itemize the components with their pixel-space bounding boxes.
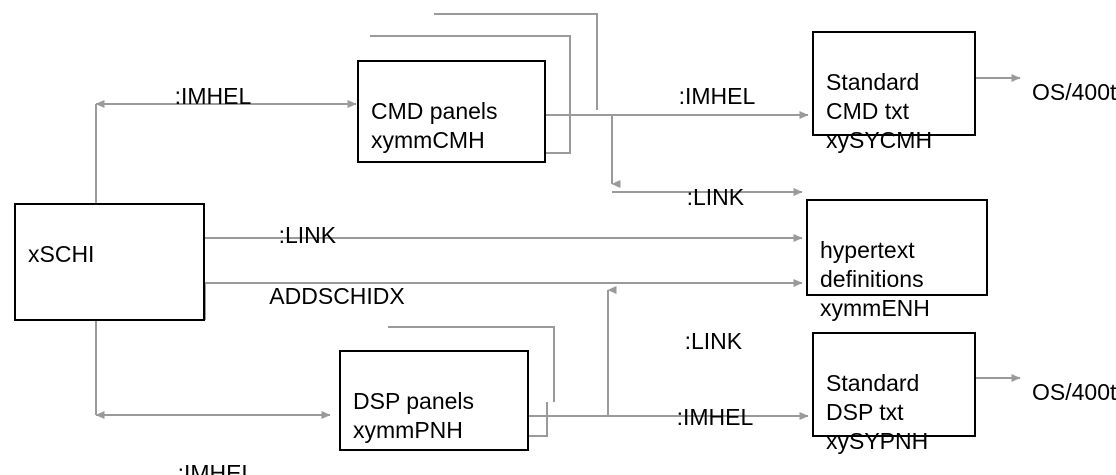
node-std-dsp-txt-label: Standard DSP txt xySYPNH [826, 370, 929, 454]
node-dsp-panels[interactable]: DSP panels xymmPNH [339, 350, 529, 451]
label-os400text-dsp: OS/400text [1032, 350, 1116, 406]
edge-dsp-panels-inner-loop [525, 402, 548, 437]
node-xschi-label: xSCHI [28, 241, 95, 267]
node-xschi[interactable]: xSCHI [14, 203, 205, 321]
node-hypertext-definitions-label: hypertext definitions xymmENH [820, 237, 930, 321]
edge-dsp-panels-outer-loop [388, 326, 555, 402]
node-std-cmd-txt[interactable]: Standard CMD txt xySYCMH [812, 31, 976, 153]
edge-label-addschidx: ADDSCHIDX [245, 254, 405, 338]
edge-label-imhel-top-left: :IMHEL [149, 54, 252, 138]
node-cmd-panels[interactable]: CMD panels xymmCMH [357, 60, 546, 163]
edge-xschi-addschidx-to-hypertext [204, 279, 803, 320]
edge-label-imhel-top-left-text: :IMHEL [174, 83, 252, 109]
node-std-dsp-txt[interactable]: Standard DSP txt xySYPNH [812, 332, 976, 454]
label-os400text-cmd: OS/400text [1032, 50, 1116, 106]
edge-label-imhel-top-right-text: :IMHEL [678, 83, 756, 109]
edge-label-imhel-bottom-right-text: :IMHEL [676, 404, 754, 430]
edge-label-link-lower-right-text: :LINK [684, 328, 743, 354]
label-os400text-cmd-text: OS/400text [1032, 79, 1116, 105]
edge-label-link-lower-right: :LINK [659, 299, 743, 383]
edge-label-link-upper-right-text: :LINK [686, 184, 745, 210]
label-os400text-dsp-text: OS/400text [1032, 379, 1116, 405]
node-hypertext-definitions[interactable]: hypertext definitions xymmENH [806, 199, 988, 321]
edge-label-addschidx-text: ADDSCHIDX [269, 283, 405, 309]
edge-label-imhel-bottom-left-text: :IMHEL [177, 460, 255, 475]
edge-cmd-panels-outer-loop [434, 13, 598, 110]
edge-label-imhel-bottom-left: :IMHEL [152, 431, 255, 475]
edge-cmd-panels-inner-loop [370, 35, 571, 154]
edge-label-link-middle-text: :LINK [278, 222, 337, 248]
edge-label-link-upper-right: :LINK [661, 155, 745, 239]
edge-label-link-middle: :LINK [253, 193, 337, 277]
edge-label-imhel-bottom-right: :IMHEL [651, 375, 754, 459]
node-dsp-panels-label: DSP panels xymmPNH [353, 388, 475, 443]
node-std-cmd-txt-label: Standard CMD txt xySYCMH [826, 69, 933, 153]
node-cmd-panels-label: CMD panels xymmCMH [371, 98, 498, 153]
edge-label-imhel-top-right: :IMHEL [653, 54, 756, 138]
